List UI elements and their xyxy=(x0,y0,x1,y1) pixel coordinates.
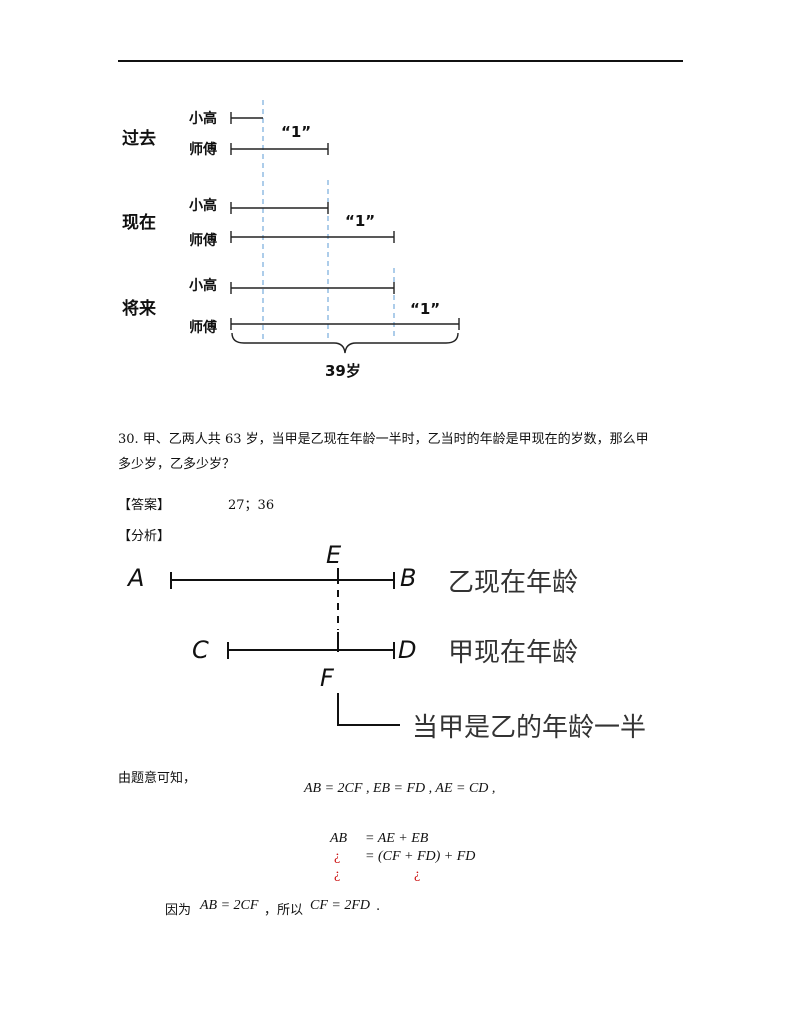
segment-past-master xyxy=(230,143,329,155)
row-label-past: 过去 xyxy=(122,129,156,149)
future-one-label: “1” xyxy=(410,300,441,318)
label-b-age: 乙现在年龄 xyxy=(448,568,579,598)
now-one-label: “1” xyxy=(345,212,376,230)
label-half-age: 当甲是乙的年龄一半 xyxy=(412,713,647,743)
segment-now-master xyxy=(230,231,395,243)
segment-future-small xyxy=(230,282,395,294)
point-f: F xyxy=(320,664,334,692)
now-small-label: 小高 xyxy=(189,198,217,214)
segment-past-small xyxy=(230,112,263,124)
answer-tag: 【答案】 xyxy=(118,498,171,513)
question-line-2: 多少岁，乙多少岁？ xyxy=(118,457,236,472)
final-prefix: 因为 xyxy=(165,903,192,918)
row-label-now: 现在 xyxy=(122,213,156,233)
row-label-future: 将来 xyxy=(122,299,156,319)
segment-ab xyxy=(170,572,395,589)
equation-relations: AB = 2CF , EB = FD , AE = CD , xyxy=(304,781,496,796)
point-e: E xyxy=(326,541,342,569)
answer-value: 27；36 xyxy=(228,498,275,513)
equation-rhs-2: = (CF + FD) + FD xyxy=(365,849,476,864)
point-b: B xyxy=(400,564,417,592)
now-master-label: 师傅 xyxy=(189,233,217,249)
equation-glyph-a: ¿ xyxy=(334,867,341,882)
brace-total-label: 39岁 xyxy=(325,362,361,380)
label-a-age: 甲现在年龄 xyxy=(448,638,579,668)
point-d: D xyxy=(398,636,417,664)
segment-now-small xyxy=(230,202,329,214)
segment-cd xyxy=(227,642,395,659)
age-segment-diagram xyxy=(230,100,460,354)
future-small-label: 小高 xyxy=(189,278,217,294)
segment-future-master xyxy=(230,318,460,330)
final-middle: ，所以 xyxy=(264,903,304,918)
past-one-label: “1” xyxy=(281,123,312,141)
past-master-label: 师傅 xyxy=(189,142,217,158)
equation-lhs-glyph: ¿ xyxy=(334,849,341,864)
final-period: . xyxy=(376,899,381,914)
solution-intro: 由题意可知， xyxy=(118,771,197,786)
question-line-1: 30. 甲、乙两人共 63 岁，当甲是乙现在年龄一半时，乙当时的年龄是甲现在的岁… xyxy=(118,432,649,447)
equation-rhs-1: = AE + EB xyxy=(365,831,429,846)
header-rule xyxy=(118,60,683,62)
analysis-tag: 【分析】 xyxy=(118,529,171,544)
total-brace xyxy=(231,332,459,354)
final-equation-2: CF = 2FD xyxy=(310,898,370,913)
segment-relation-diagram xyxy=(170,568,400,726)
point-c: C xyxy=(192,636,209,664)
final-equation-1: AB = 2CF xyxy=(200,898,259,913)
point-a: A xyxy=(128,564,145,592)
future-master-label: 师傅 xyxy=(189,320,217,336)
equation-glyph-b: ¿ xyxy=(414,867,421,882)
past-small-label: 小高 xyxy=(189,111,217,127)
equation-lhs-ab: AB xyxy=(330,831,348,846)
segment-f-half xyxy=(337,693,400,726)
